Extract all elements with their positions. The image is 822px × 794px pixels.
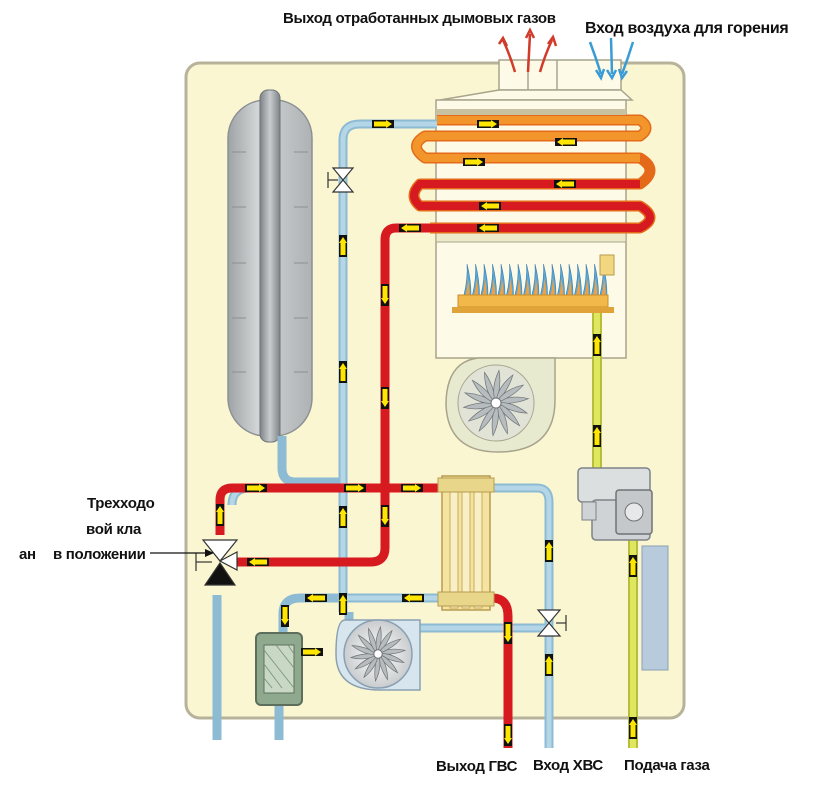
flow-arrow-icon <box>504 724 512 746</box>
gas-valve <box>577 467 653 541</box>
flue-arrow-icon <box>497 27 558 73</box>
control-board <box>641 545 669 671</box>
flow-arrow-icon <box>381 284 389 306</box>
flow-arrow-icon <box>463 158 485 166</box>
flow-arrow-icon <box>545 654 553 676</box>
heat-exchanger <box>408 109 656 234</box>
flow-arrow-icon <box>477 224 499 232</box>
three-way-valve-label-line2: вой кла <box>86 521 142 538</box>
flow-arrow-icon <box>339 506 347 528</box>
flow-arrow-icon <box>344 484 366 492</box>
flow-arrow-icon <box>381 387 389 409</box>
flow-arrow-icon <box>555 138 577 146</box>
flow-arrow-icon <box>401 484 423 492</box>
valve-icon <box>536 609 567 637</box>
flow-arrow-icon <box>479 202 501 210</box>
filter-block <box>255 632 303 706</box>
valve-icon <box>327 167 355 193</box>
flow-arrow-icon <box>281 605 289 627</box>
flow-arrow-icon <box>339 235 347 257</box>
flow-arrow-icon <box>305 594 327 602</box>
flow-arrow-icon <box>402 594 424 602</box>
flow-arrow-icon <box>593 425 601 447</box>
flow-arrow-icon <box>554 180 576 188</box>
flow-arrow-icon <box>381 505 389 527</box>
fan-icon <box>445 357 556 453</box>
circulation-pump <box>335 619 421 691</box>
three-way-valve <box>195 539 239 586</box>
three-way-valve-label-line1: Трехходо <box>87 495 155 512</box>
flow-arrow-icon <box>399 224 421 232</box>
flue-exhaust-label: Выход отработанных дымовых газов <box>283 10 556 27</box>
flow-arrow-icon <box>301 648 323 656</box>
flow-arrow-icon <box>216 504 224 526</box>
cold-water-inlet-label: Вход ХВС <box>533 757 603 774</box>
plate-heat-exchanger <box>437 475 495 611</box>
gas-supply-label: Подача газа <box>624 757 710 774</box>
flue-chimney <box>439 59 634 101</box>
flow-arrow-icon <box>477 120 499 128</box>
flow-arrow-icon <box>593 334 601 356</box>
three-way-valve-label-line3b: в положении <box>53 546 146 563</box>
flow-arrow-icon <box>629 717 637 739</box>
air-arrow-icon <box>588 37 635 81</box>
flow-arrows <box>216 120 637 746</box>
flow-arrow-icon <box>339 593 347 615</box>
flow-arrow-icon <box>545 540 553 562</box>
burner <box>452 254 615 313</box>
flow-arrow-icon <box>247 558 269 566</box>
dhw-outlet-label: Выход ГВС <box>436 758 518 775</box>
expansion-tank <box>227 89 313 443</box>
combustion-air-label: Вход воздуха для горения <box>585 20 789 37</box>
flow-arrow-icon <box>245 484 267 492</box>
flow-arrow-icon <box>372 120 394 128</box>
flow-arrow-icon <box>629 555 637 577</box>
flow-arrow-icon <box>504 622 512 644</box>
three-way-valve-label-line3a: ан <box>19 546 36 563</box>
flow-arrow-icon <box>339 361 347 383</box>
